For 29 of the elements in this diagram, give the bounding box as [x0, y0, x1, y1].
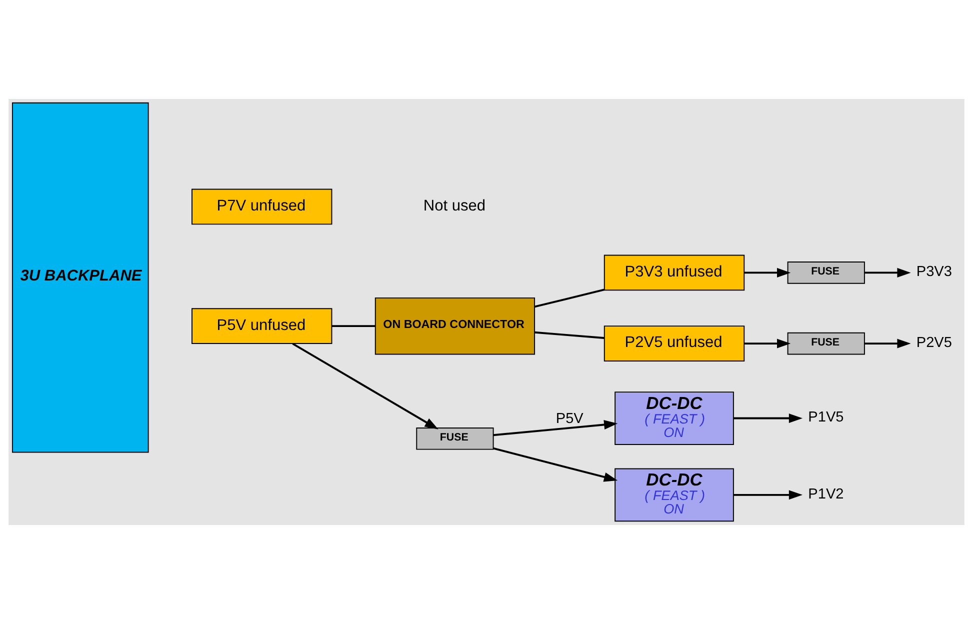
node-box: 3U BACKPLANE — [12, 102, 149, 453]
node-box: ON BOARD CONNECTOR — [374, 297, 536, 355]
node-box: DC-DC ( FEAST ) ON — [614, 468, 734, 522]
arrow — [493, 447, 618, 482]
arrow — [734, 490, 803, 500]
node-text: P1V5 — [808, 410, 844, 426]
arrow — [292, 342, 438, 430]
edge-label: P5V — [556, 411, 584, 428]
node-box: FUSE — [416, 427, 494, 450]
node-text: P2V5 — [916, 334, 952, 351]
arrow — [734, 414, 803, 424]
connector — [534, 288, 604, 308]
arrow — [744, 268, 791, 278]
arrow — [864, 268, 911, 278]
connector — [534, 331, 604, 339]
label: Not used — [423, 197, 486, 214]
arrow — [744, 338, 791, 348]
arrow — [864, 338, 911, 348]
arrow — [493, 420, 618, 436]
node-box: FUSE — [787, 332, 865, 355]
node-box: FUSE — [787, 262, 865, 284]
node-box: DC-DC ( FEAST ) ON — [614, 392, 734, 445]
node-box: P7V unfused — [192, 188, 332, 225]
node-box: P5V unfused — [192, 308, 332, 344]
node-box: P2V5 unfused — [604, 326, 745, 362]
node-text: P3V3 — [916, 264, 952, 280]
node-box: P3V3 unfused — [604, 254, 745, 291]
node-text: P1V2 — [808, 486, 844, 502]
connector — [332, 325, 376, 328]
